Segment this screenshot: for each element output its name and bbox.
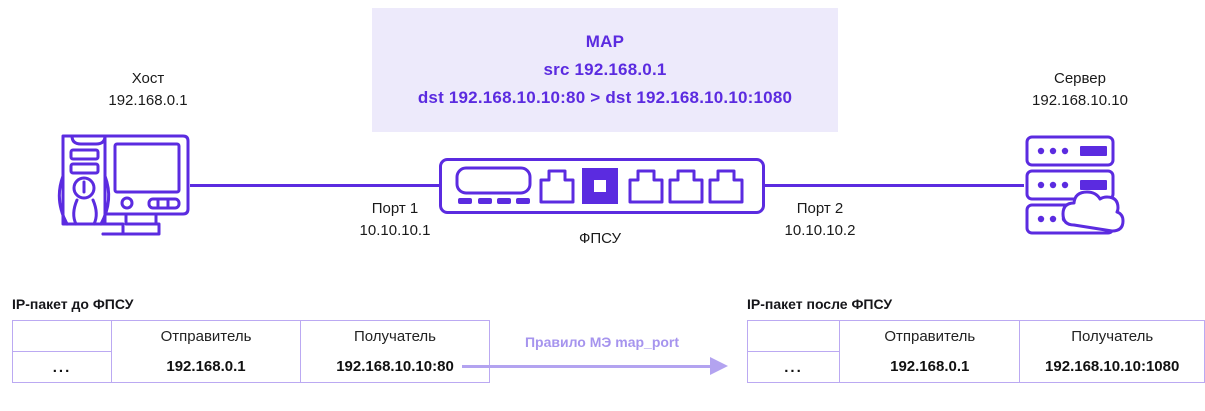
network-switch-icon <box>438 157 766 220</box>
server-rack-cloud-icon <box>1022 133 1140 246</box>
table-row: Отправитель Получатель <box>746 320 1205 352</box>
port2-ip: 10.10.10.2 <box>784 221 856 239</box>
packet-before-col0-header <box>12 320 112 352</box>
map-callout-box: MAP src 192.168.0.1 dst 192.168.10.10:80… <box>372 8 838 132</box>
packet-before-receiver-value: 192.168.10.10:80 <box>300 351 490 383</box>
table-row: Отправитель Получатель <box>12 320 490 352</box>
map-callout-dst: dst 192.168.10.10:80 > dst 192.168.10.10… <box>417 88 793 107</box>
server-label: Сервер <box>1053 70 1106 87</box>
packet-after-col0-value: ... <box>746 351 841 383</box>
server-ip: 192.168.10.10 <box>1032 91 1128 109</box>
packet-after-table: Отправитель Получатель ... 192.168.0.1 1… <box>746 320 1205 383</box>
packet-before-title: IP-пакет до ФПСУ <box>12 296 134 312</box>
table-row: ... 192.168.0.1 192.168.10.10:80 <box>12 351 490 383</box>
packet-before-table-wrap: IP-пакет до ФПСУ Отправитель Получатель … <box>12 296 490 383</box>
link-host-to-device <box>190 184 442 187</box>
table-row: ... 192.168.0.1 192.168.10.10:1080 <box>746 351 1205 383</box>
packet-after-sender-value: 192.168.0.1 <box>839 351 1021 383</box>
packet-before-col1-header: Отправитель <box>111 320 301 352</box>
firewall-rule-arrow: Правило МЭ map_port <box>462 334 742 386</box>
port2-label: Порт 2 <box>796 200 844 217</box>
desktop-computer-icon <box>57 130 192 245</box>
packet-after-col2-header: Получатель <box>1019 320 1205 352</box>
host-caption: Хост 192.168.0.1 <box>48 68 248 112</box>
map-callout-title: MAP <box>585 32 625 51</box>
packet-before-col0-value: ... <box>12 351 112 383</box>
packet-after-col0-header <box>746 320 841 352</box>
host-label: Хост <box>131 70 165 87</box>
port2-caption: Порт 2 10.10.10.2 <box>740 198 900 242</box>
packet-after-receiver-value: 192.168.10.10:1080 <box>1019 351 1205 383</box>
arrow-head-icon <box>710 357 728 375</box>
packet-before-sender-value: 192.168.0.1 <box>111 351 301 383</box>
packet-after-title: IP-пакет после ФПСУ <box>747 296 893 312</box>
link-device-to-server <box>764 184 1024 187</box>
server-caption: Сервер 192.168.10.10 <box>975 68 1185 112</box>
map-callout-src: src 192.168.0.1 <box>543 60 667 79</box>
device-label: ФПСУ <box>578 230 622 247</box>
packet-after-col1-header: Отправитель <box>839 320 1021 352</box>
packet-before-table: Отправитель Получатель ... 192.168.0.1 1… <box>12 320 490 383</box>
packet-before-col2-header: Получатель <box>300 320 490 352</box>
port1-ip: 10.10.10.1 <box>359 221 431 239</box>
port1-caption: Порт 1 10.10.10.1 <box>315 198 475 242</box>
packet-after-table-wrap: IP-пакет после ФПСУ Отправитель Получате… <box>746 296 1205 383</box>
host-ip: 192.168.0.1 <box>108 91 188 109</box>
port1-label: Порт 1 <box>371 200 419 217</box>
firewall-rule-label: Правило МЭ map_port <box>524 334 680 350</box>
arrow-shaft <box>462 365 714 368</box>
